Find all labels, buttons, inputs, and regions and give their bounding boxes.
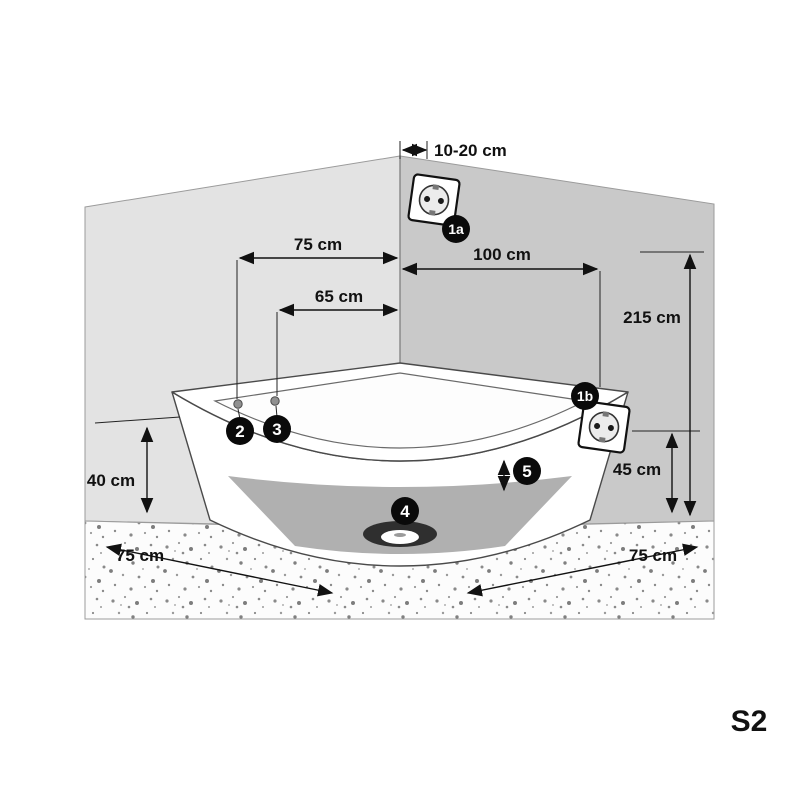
tick-40-top xyxy=(94,416,181,424)
dim-45-label: 45 cm xyxy=(613,460,661,479)
dim-215-label: 215 cm xyxy=(623,308,681,327)
badge-1b: 1b xyxy=(571,382,599,410)
badge-2: 2 xyxy=(226,417,254,445)
badge-1a: 1a xyxy=(442,215,470,243)
badge-5-label: 5 xyxy=(522,462,531,481)
dim-40-label: 40 cm xyxy=(87,471,135,490)
dim-outlet-offset-label: 10-20 cm xyxy=(434,141,507,160)
badge-3: 3 xyxy=(263,415,291,443)
badge-1a-label: 1a xyxy=(448,221,464,237)
badge-2-label: 2 xyxy=(235,422,244,441)
jet-dot-left xyxy=(233,399,243,409)
dim-75-floor-left-label: 75 cm xyxy=(116,546,164,565)
dim-75-floor-right-label: 75 cm xyxy=(629,546,677,565)
badge-3-label: 3 xyxy=(272,420,281,439)
badge-1b-label: 1b xyxy=(577,388,593,404)
arrow-75-floor-left xyxy=(105,543,334,597)
badge-5: 5 xyxy=(513,457,541,485)
dim-100-top-label: 100 cm xyxy=(473,245,531,264)
outlet-1b-icon xyxy=(577,400,631,454)
jet-dot-right xyxy=(270,396,280,406)
outlet-1a-icon xyxy=(407,173,461,227)
variant-label: S2 xyxy=(731,705,768,738)
arrow-75-floor-right xyxy=(466,543,699,597)
dim-65-top-label: 65 cm xyxy=(315,287,363,306)
badge-4: 4 xyxy=(391,497,419,525)
badge-4-label: 4 xyxy=(400,502,410,521)
dim-75-top-label: 75 cm xyxy=(294,235,342,254)
drain-center xyxy=(394,533,406,537)
